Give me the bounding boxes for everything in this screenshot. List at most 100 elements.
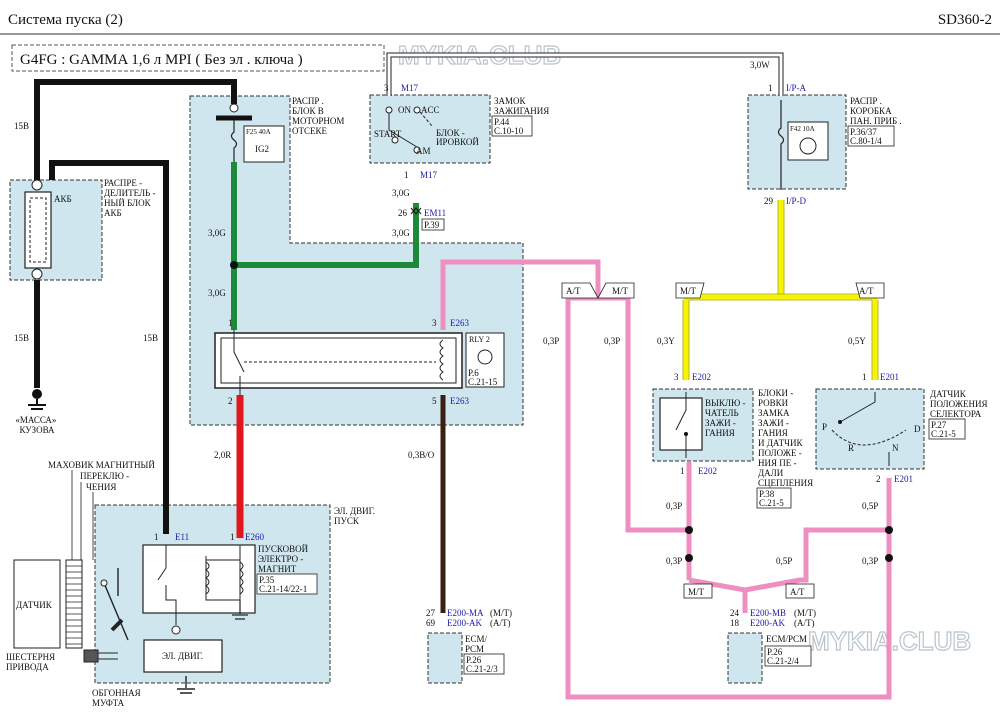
pin-1-e260: 1 [230,532,235,542]
pin-18: 18 [730,618,740,628]
wire-yellow-edge [682,200,879,380]
wire-label-03p-1: 0,3P [543,336,559,346]
wire-yellow [683,200,878,380]
pin-1-ipa: 1 [768,83,773,93]
pinion-label: ШЕСТЕРНЯ ПРИВОДА [6,652,57,672]
diagram-code: SD360-2 [938,12,992,28]
fuse-icon [230,120,238,162]
connector-e200-mb: E200-MB [750,608,786,618]
wire-label-30g-1: 3,0G [208,228,226,238]
connector-ipa: I/P-A [786,83,807,93]
selector-ref: P.27 C.21-5 [931,420,956,439]
tag-at-3-label: A/T [790,587,805,597]
connector-e200-ak: E200-AK [447,618,482,628]
em11-ref: P.39 [424,220,440,230]
pos-on: ON [398,105,411,115]
wire-label-03bo: 0,3B/O [408,450,435,460]
pin-26: 26 [398,208,408,218]
wire-green-em11 [234,203,419,268]
note-mt-right: (M/T) [794,608,816,618]
tag-mt-3 [683,583,713,599]
pos-acc: ACC [421,105,440,115]
pin-3-relay: 3 [432,318,437,328]
selector-sensor: 1 E201 P R N D 2 E201 ДАТЧИК ПОЛОЖЕНИЯ С… [822,372,988,484]
flywheel-label: МАХОВИК МАГНИТНЫЙ ПЕРЕКЛЮ - ЧЕНИЯ [48,460,157,492]
pin-5-relay: 5 [432,396,437,406]
connector-m17-bot: M17 [420,170,438,180]
battery-title: РАСПРЕ - ДЕЛИТЕЛЬ - НЫЙ БЛОК АКБ [104,178,158,218]
pin-1-e202: 1 [680,466,685,476]
tag-mt-2-label: M/T [680,286,697,296]
ip-box-ref: P.36/37 C.80-1/4 [850,127,882,146]
wire-label-05y: 0,5Y [848,336,866,346]
tag-at-1-label: A/T [566,286,581,296]
wire-label-15b-1: 15B [14,121,29,131]
pos-am: AM [416,146,431,156]
junction-block: F25 40A IG2 РАСПР . БЛОК В МОТОРНОМ ОТСЕ… [216,96,347,163]
pin-29: 29 [764,196,774,206]
pos-start: START [374,129,402,139]
ip-box-title: РАСПР . КОРОБКА ПАН. ПРИБ . [850,96,902,126]
pin-3-m17: 3 [384,83,389,93]
connector-em11: EM11 [424,208,446,218]
ecm-left: 27 E200-MA (M/T) 69 E200-AK (A/T) ECM/ P… [426,608,512,675]
ground-icon-motor [177,676,195,694]
sensor-label: ДАТЧИК [16,600,53,610]
tag-mt-2 [675,282,705,299]
battery-label: АКБ [54,194,72,204]
ecm-left-zone [427,632,463,684]
lock-label: БЛОК - ИРОВКОЙ [436,128,479,147]
wire-label-30g-2: 3,0G [208,288,226,298]
clutch-switch-inner: ВЫКЛЮ - ЧАТЕЛЬ ЗАЖИ - ГАНИЯ [705,398,748,438]
tag-mt-1 [597,282,635,299]
clutch-switch-title: БЛОКИ - РОВКИ ЗАМКА ЗАЖИ - ГАНИЯ И ДАТЧИ… [758,388,813,488]
ignition-switch-ref: P.44 C.10-10 [494,117,524,136]
ecm-right-zone [727,632,763,684]
pin-24: 24 [730,608,740,618]
wire-label-05p-1: 0,5P [862,501,878,511]
ecm-right-title: ECM/PCM [766,634,807,644]
wire-white-inner [387,53,783,96]
wire-label-15b-3: 15B [143,333,158,343]
pin-2-relay: 2 [228,396,233,406]
ignition-switch-title: ЗАМОК ЗАЖИГАНИЯ [494,96,549,116]
connector-e201-top: E201 [880,372,899,382]
connector-e260: E260 [245,532,264,542]
splice-dots [230,261,893,562]
wire-label-30g-4: 3,0G [392,228,410,238]
tag-mt-1-label: M/T [612,286,629,296]
ecm-right: 24 E200-MB (M/T) 18 E200-AK (A/T) ECM/PC… [730,608,816,667]
fuse-f25: F25 40A [246,128,271,136]
pos-n: N [892,443,899,453]
wire-label-20r: 2,0R [214,450,231,460]
connector-e202-bot: E202 [698,466,717,476]
pin-3-e202: 3 [674,372,679,382]
tag-mt-3-label: M/T [688,587,705,597]
note-at-left: (A/T) [490,618,511,628]
pin-1-e11: 1 [154,532,159,542]
engine-label: G4FG : GAMMA 1,6 л MPI ( Без эл . ключа … [20,52,303,68]
battery: АКБ РАСПРЕ - ДЕЛИТЕЛЬ - НЫЙ БЛОК АКБ [24,178,158,280]
connector-m17-top: M17 [401,83,419,93]
pin-69: 69 [426,618,436,628]
wire-label-30g-3: 3,0G [392,188,410,198]
selector-zone [815,388,925,470]
junction-block-title: РАСПР . БЛОК В МОТОРНОМ ОТСЕКЕ [292,96,347,136]
ignition-switch: 3 M17 ON ACC START AM БЛОК - ИРОВКОЙ ЗАМ… [374,83,549,180]
note-mt-left: (M/T) [490,608,512,618]
pos-d: D [914,424,921,434]
connector-tags: A/T M/T M/T A/T M/T A/T [561,282,885,599]
motor-label: ЭЛ. ДВИГ. [162,651,203,661]
connector-e263-top: E263 [450,318,469,328]
clutch-label: ОБГОННАЯ МУФТА [92,688,143,708]
pin-1-relay: 1 [228,318,233,328]
starter: ЭЛ. ДВИГ. ПУСК 1 E11 1 E260 ПУСКОВОЙ ЭЛЕ… [100,506,375,694]
start-relay: 1 3 E263 RLY 2 P.6 C.21-15 2 5 E263 [214,318,505,406]
ip-box: 3,0W 1 I/P-A F42 10A РАСПР . КОРОБКА ПАН… [750,60,902,206]
connector-ipd: I/P-D [786,196,807,206]
ecm-left-title: ECM/ PCM [465,634,489,654]
ecm-left-ref: P.26 C.21-2/3 [466,655,498,674]
clutch-switch-ref: P.38 C.21-5 [759,489,784,508]
pin-2-e201: 2 [876,474,881,484]
